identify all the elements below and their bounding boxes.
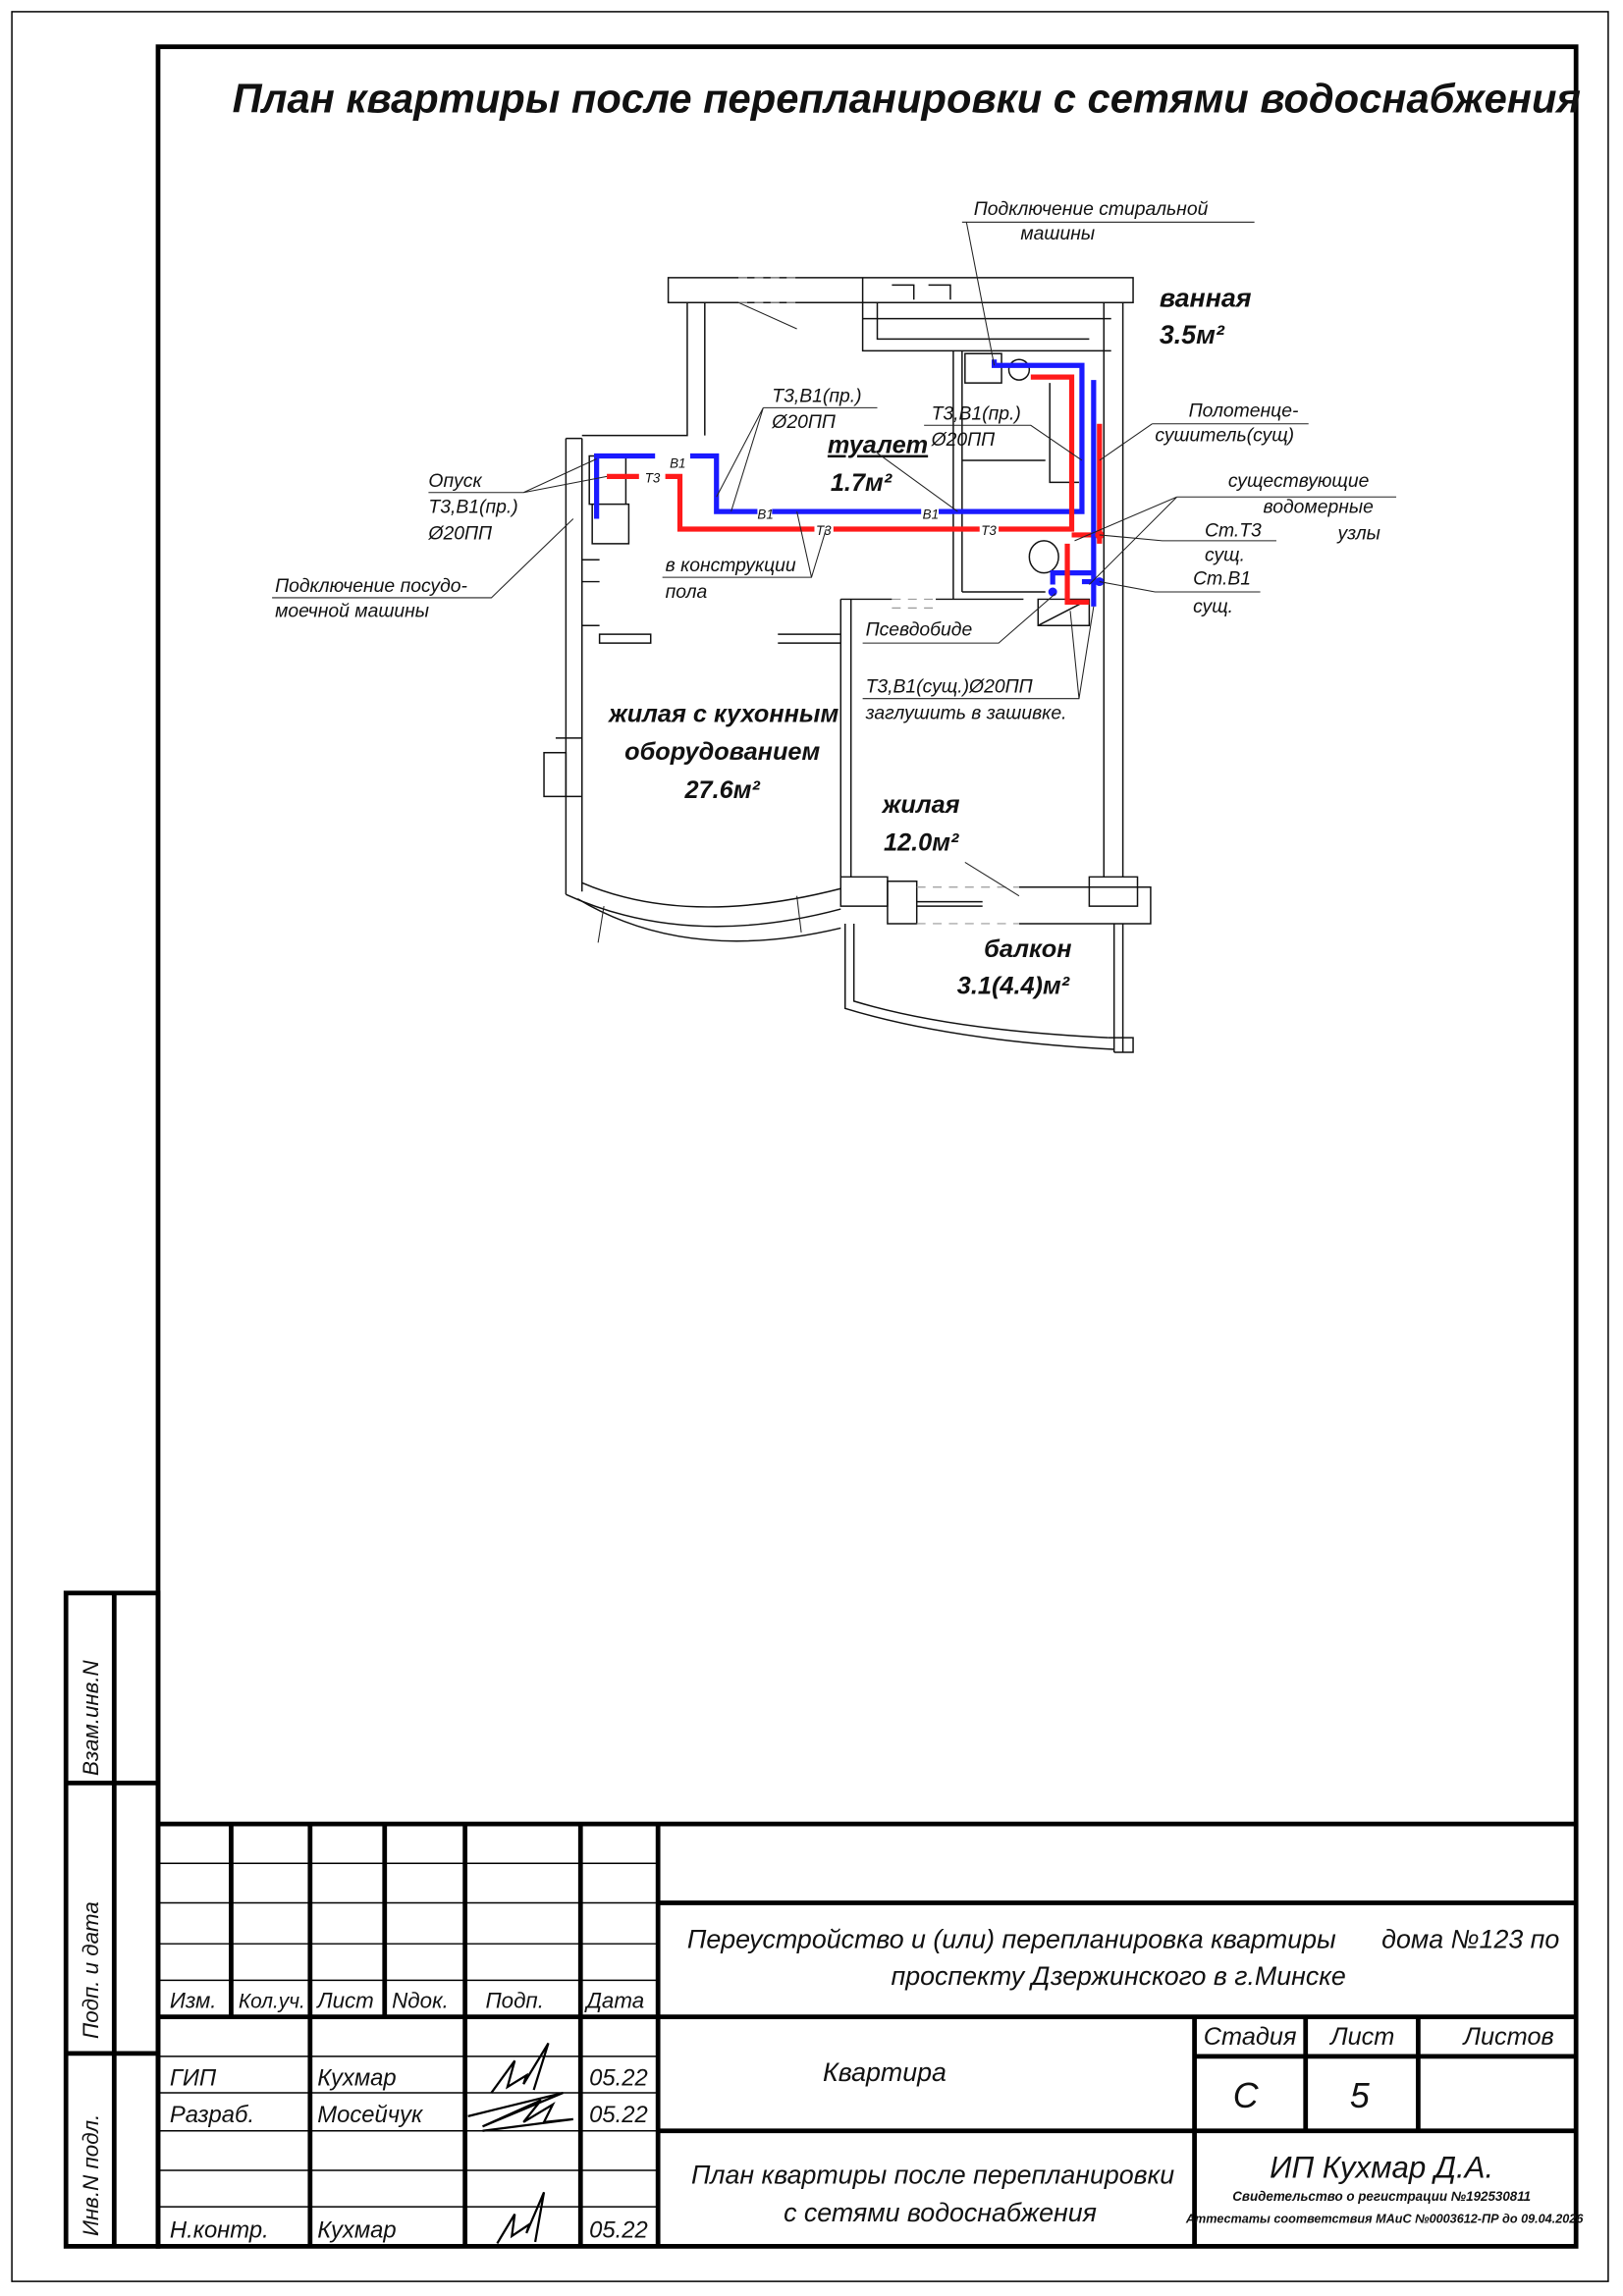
svg-text:Кухмар: Кухмар xyxy=(317,2065,396,2092)
svg-text:Квартира: Квартира xyxy=(823,2057,947,2087)
svg-text:Полотенце-: Полотенце- xyxy=(1189,400,1299,421)
svg-text:Т3: Т3 xyxy=(816,523,832,538)
title-row: Разраб. Мосейчук 05.22 xyxy=(170,2102,648,2128)
svg-text:моечной машины: моечной машины xyxy=(275,600,429,621)
svg-text:Опуск: Опуск xyxy=(428,470,482,492)
svg-text:ИП Кухмар Д.А.: ИП Кухмар Д.А. xyxy=(1270,2150,1493,2184)
svg-text:05.22: 05.22 xyxy=(589,2102,648,2128)
svg-text:пола: пола xyxy=(666,581,708,603)
svg-text:балкон: балкон xyxy=(984,935,1071,963)
svg-text:Инв.N подл.: Инв.N подл. xyxy=(79,2114,103,2236)
svg-text:Свидетельство о регистрации №1: Свидетельство о регистрации №192530811 xyxy=(1232,2189,1531,2204)
svg-text:3.1(4.4)м²: 3.1(4.4)м² xyxy=(957,972,1070,999)
svg-text:Ст.Т3: Ст.Т3 xyxy=(1205,519,1262,541)
svg-text:В1: В1 xyxy=(757,507,773,522)
svg-text:дома №123 по: дома №123 по xyxy=(1381,1925,1559,1954)
svg-text:сущ.: сущ. xyxy=(1193,596,1233,617)
svg-text:Т3: Т3 xyxy=(645,470,661,485)
svg-text:с сетями водоснабжения: с сетями водоснабжения xyxy=(784,2198,1097,2227)
side-stamps: Взам.инв.N Подп. и дата Инв.N подл. xyxy=(63,1590,161,2249)
svg-text:Аттестаты соответствия МАиС №0: Аттестаты соответствия МАиС №0003612-ПР … xyxy=(1185,2213,1584,2226)
svg-text:Взам.инв.N: Взам.инв.N xyxy=(79,1659,103,1776)
svg-text:заглушить в зашивке.: заглушить в зашивке. xyxy=(865,703,1067,724)
svg-text:Т3: Т3 xyxy=(981,523,997,538)
svg-text:12.0м²: 12.0м² xyxy=(884,829,959,857)
svg-text:Т3,В1(пр.): Т3,В1(пр.) xyxy=(428,497,517,518)
svg-text:1.7м²: 1.7м² xyxy=(831,469,893,497)
cold-water-pipe xyxy=(594,359,1085,519)
signature xyxy=(496,2191,546,2244)
svg-text:Подп.: Подп. xyxy=(485,1989,543,2013)
svg-text:План квартиры после перепланир: План квартиры после перепланировки xyxy=(691,2160,1174,2189)
svg-text:Мосейчук: Мосейчук xyxy=(317,2102,424,2128)
svg-text:Листов: Листов xyxy=(1462,2023,1554,2051)
svg-text:В1: В1 xyxy=(670,455,685,470)
svg-text:в конструкции: в конструкции xyxy=(666,555,796,576)
svg-text:Подп. и дата: Подп. и дата xyxy=(79,1901,103,2039)
outer-border xyxy=(11,11,1609,2282)
svg-text:оборудованием: оборудованием xyxy=(624,738,820,766)
svg-text:Лист: Лист xyxy=(1328,2023,1394,2051)
svg-text:Псевдобиде: Псевдобиде xyxy=(866,619,973,641)
svg-text:проспекту Дзержинского в г.Мин: проспекту Дзержинского в г.Минске xyxy=(892,1961,1346,1991)
svg-text:Т3,В1(пр.): Т3,В1(пр.) xyxy=(772,385,861,406)
svg-text:жилая: жилая xyxy=(881,791,960,819)
svg-text:ГИП: ГИП xyxy=(170,2065,217,2092)
floor-plan xyxy=(543,277,1152,1053)
svg-text:05.22: 05.22 xyxy=(589,2065,648,2092)
svg-text:Ø20ПП: Ø20ПП xyxy=(931,429,997,451)
svg-text:Стадия: Стадия xyxy=(1204,2023,1297,2051)
annotations: Подключение стиральной машины Опуск Т3,В… xyxy=(272,198,1397,724)
title-block: Изм. Кол.уч. Лист Nдок. Подп. Дата ГИП К… xyxy=(157,1821,1584,2247)
svg-text:С: С xyxy=(1233,2076,1259,2115)
svg-text:машины: машины xyxy=(1020,223,1095,244)
title-row: ГИП Кухмар 05.22 xyxy=(170,2065,648,2092)
svg-text:Ø20ПП: Ø20ПП xyxy=(771,411,837,433)
svg-text:жилая с кухонным: жилая с кухонным xyxy=(607,700,839,727)
svg-text:Дата: Дата xyxy=(583,1989,644,2013)
svg-text:сушитель(сущ): сушитель(сущ) xyxy=(1155,425,1294,447)
main-frame xyxy=(155,44,1579,2249)
signature xyxy=(467,2091,573,2132)
svg-text:Кол.уч.: Кол.уч. xyxy=(239,1991,305,2013)
title-row: Н.контр. Кухмар 05.22 xyxy=(170,2216,648,2243)
water-pipes: В1 Т3 В1 В1 Т3 Т3 xyxy=(594,359,1105,607)
signature xyxy=(490,2042,550,2094)
svg-text:3.5м²: 3.5м² xyxy=(1160,320,1225,349)
svg-text:Кухмар: Кухмар xyxy=(317,2216,396,2243)
svg-text:Переустройство и (или) перепла: Переустройство и (или) перепланировка кв… xyxy=(687,1925,1336,1954)
svg-text:05.22: 05.22 xyxy=(589,2216,648,2243)
svg-text:Ст.В1: Ст.В1 xyxy=(1193,568,1251,590)
svg-text:Изм.: Изм. xyxy=(170,1989,217,2013)
svg-text:Подключение стиральной: Подключение стиральной xyxy=(974,198,1209,220)
svg-text:водомерные: водомерные xyxy=(1264,497,1375,518)
svg-text:Подключение посудо-: Подключение посудо- xyxy=(275,575,467,597)
svg-text:Разраб.: Разраб. xyxy=(170,2102,254,2128)
hot-water-pipe xyxy=(607,374,1075,532)
svg-text:В1: В1 xyxy=(923,507,939,522)
svg-text:узлы: узлы xyxy=(1335,522,1380,544)
svg-text:сущ.: сущ. xyxy=(1205,545,1245,566)
svg-text:27.6м²: 27.6м² xyxy=(683,776,760,804)
room-labels: ванная 3.5м² туалет 1.7м² жилая с кухонн… xyxy=(607,284,1252,1000)
svg-text:Т3,В1(пр.): Т3,В1(пр.) xyxy=(932,402,1021,424)
sheet-title: План квартиры после перепланировки с сет… xyxy=(233,76,1581,122)
svg-text:Ø20ПП: Ø20ПП xyxy=(427,522,493,544)
svg-text:Т3,В1(сущ.)Ø20ПП: Т3,В1(сущ.)Ø20ПП xyxy=(866,676,1034,698)
svg-text:5: 5 xyxy=(1350,2076,1370,2115)
svg-text:туалет: туалет xyxy=(828,432,928,459)
svg-text:существующие: существующие xyxy=(1228,470,1370,492)
svg-text:ванная: ванная xyxy=(1160,284,1252,313)
svg-text:Лист: Лист xyxy=(315,1989,374,2013)
svg-text:Н.контр.: Н.контр. xyxy=(170,2216,269,2243)
svg-text:Nдок.: Nдок. xyxy=(392,1989,449,2013)
